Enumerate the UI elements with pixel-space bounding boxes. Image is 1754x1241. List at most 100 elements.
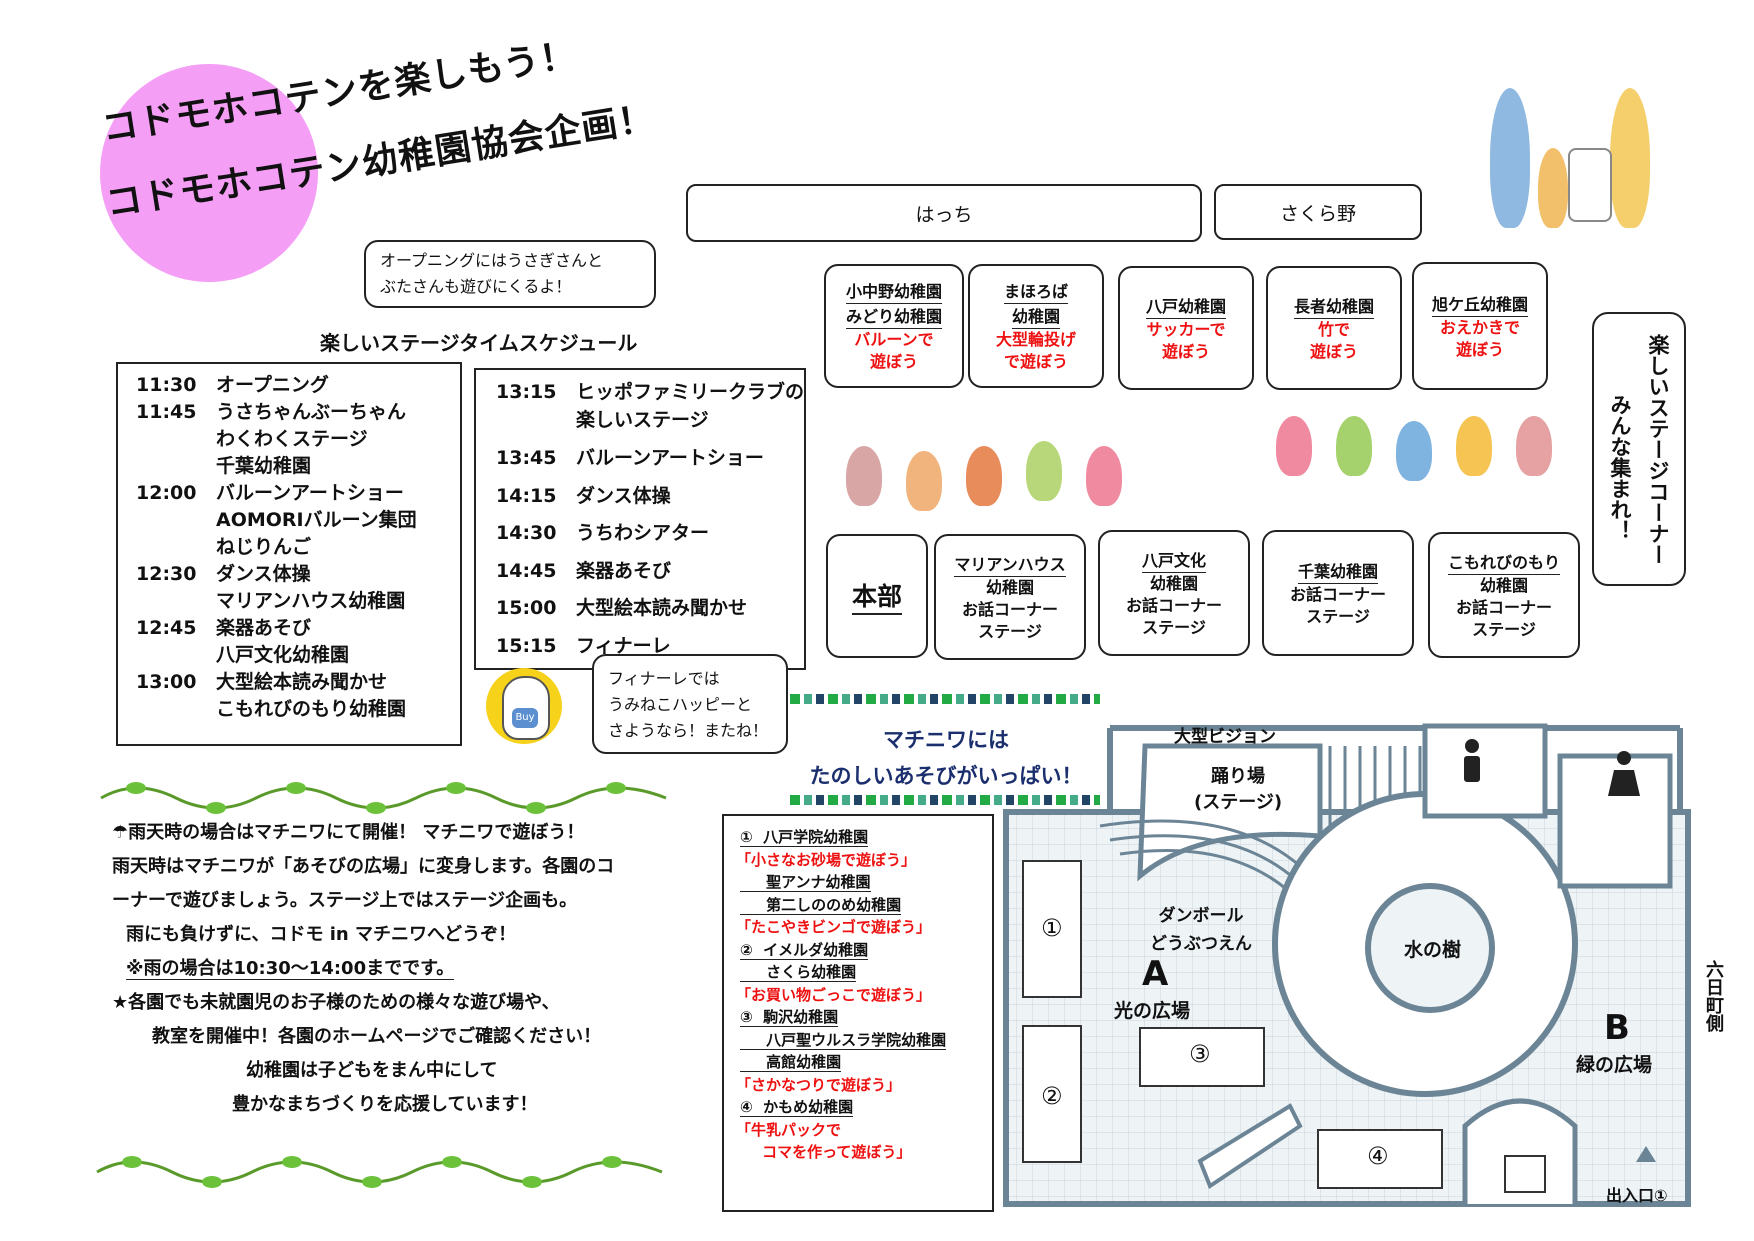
legend-kindergarten: 第二しののめ幼稚園 bbox=[736, 894, 992, 917]
machiniwa-line-1: マチニワには bbox=[883, 728, 1009, 752]
danball-line-2: どうぶつえん bbox=[1150, 934, 1252, 954]
schedule-text: うさちゃんぶーちゃん bbox=[216, 401, 407, 423]
story-stage-line: お話コーナー bbox=[1125, 595, 1222, 615]
legend-text: ④ かもめ幼稚園 bbox=[740, 1098, 854, 1117]
legend-activity: 「牛乳パックで bbox=[736, 1119, 992, 1142]
schedule-time: 13:00 bbox=[136, 671, 197, 693]
schedule-time: 15:00 bbox=[496, 597, 557, 619]
info-line-3: ーナーで遊びましょう。ステージ上ではステージ企画も。 bbox=[112, 890, 578, 911]
title-circle bbox=[100, 64, 318, 282]
danball-line-1: ダンボール bbox=[1158, 906, 1244, 926]
dash-decoration-top bbox=[790, 694, 1100, 704]
schedule-row: 楽しいステージ bbox=[496, 406, 804, 434]
schedule-time bbox=[496, 406, 576, 434]
plaza-a-letter: A bbox=[1142, 954, 1169, 994]
story-stage-line: 幼稚園 bbox=[985, 577, 1034, 597]
finale-bubble: フィナーレでは うみねこハッピーと さようなら！またね！ bbox=[592, 654, 788, 754]
story-stage-line: 幼稚園 bbox=[1149, 573, 1198, 593]
booth-4-label: ④ bbox=[1367, 1142, 1389, 1170]
legend-text: 第二しののめ幼稚園 bbox=[740, 895, 902, 915]
schedule-time: 14:30 bbox=[496, 522, 557, 544]
legend-text: 「牛乳パックで bbox=[736, 1120, 842, 1139]
kindergarten-name: 小中野幼稚園 bbox=[845, 281, 942, 304]
schedule-row: 15:00 大型絵本読み聞かせ bbox=[496, 590, 804, 628]
legend-kindergarten: ② イメルダ幼稚園 bbox=[736, 939, 992, 962]
schedule-time: 12:00 bbox=[136, 482, 197, 504]
kindergarten-name: 旭ケ丘幼稚園 bbox=[1431, 294, 1528, 317]
machiniwa-heading: マチニワには たのしいあそびがいっぱい！ bbox=[786, 722, 1106, 794]
kids-illustration-left bbox=[846, 436, 1136, 516]
vine-top-decoration bbox=[100, 782, 667, 814]
schedule-text: AOMORIバルーン集団 bbox=[216, 509, 417, 531]
kindergarten-name-2: みどり幼稚園 bbox=[845, 306, 942, 329]
machiniwa-line-2: たのしいあそびがいっぱい！ bbox=[809, 764, 1083, 788]
kindergarten-box: 旭ケ丘幼稚園おえかきで遊ぼう bbox=[1412, 262, 1548, 390]
schedule-text: 楽器あそび bbox=[216, 617, 312, 639]
schedule-row: 12:45 楽器あそび bbox=[136, 615, 460, 642]
schedule-time bbox=[136, 453, 216, 480]
plaza-b-letter: B bbox=[1604, 1008, 1630, 1048]
schedule-row: ねじりんご bbox=[136, 534, 460, 561]
schedule-time: 15:15 bbox=[496, 634, 557, 657]
legend-kindergarten: ③ 駒沢幼稚園 bbox=[736, 1006, 992, 1029]
schedule-text: 千葉幼稚園 bbox=[216, 455, 312, 477]
story-stage-line: お話コーナー bbox=[961, 599, 1058, 619]
legend-kindergarten: ① 八戸学院幼稚園 bbox=[736, 826, 992, 849]
schedule-time: 13:15 bbox=[496, 381, 557, 403]
activity-text: バルーンで bbox=[854, 330, 934, 349]
schedule-text: バルーンアートショー bbox=[576, 447, 764, 469]
schedule-row: 八戸文化幼稚園 bbox=[136, 642, 460, 669]
info-line-4: 雨にも負けずに、コドモ in マチニワへどうぞ！ bbox=[126, 924, 517, 945]
opening-bubble-line-2: ぶたさんも遊びにくるよ！ bbox=[380, 277, 572, 296]
legend-text: コマを作って遊ぼう」 bbox=[736, 1143, 912, 1161]
schedule-text: ねじりんご bbox=[216, 536, 312, 558]
schedule-row: 千葉幼稚園 bbox=[136, 453, 460, 480]
story-stage-line: ステージ bbox=[1306, 606, 1370, 626]
stage-corner-label: 楽しいステージコーナー bbox=[1646, 333, 1670, 565]
legend-text: 「さかなつりで遊ぼう」 bbox=[736, 1075, 902, 1094]
stage-label-line-1: 踊り場 bbox=[1211, 766, 1266, 787]
legend-text: ② イメルダ幼稚園 bbox=[740, 940, 869, 960]
legend-activity: 「たこやきビンゴで遊ぼう」 bbox=[736, 916, 992, 939]
legend-activity: コマを作って遊ぼう」 bbox=[736, 1141, 992, 1164]
activity-text-2: 遊ぼう bbox=[869, 352, 918, 371]
schedule-time: 12:45 bbox=[136, 617, 197, 639]
shop-sakurano-label: さくら野 bbox=[1279, 202, 1356, 225]
schedule-time: 12:30 bbox=[136, 563, 197, 585]
schedule-text: バルーンアートショー bbox=[216, 482, 404, 504]
story-stage-box: こもれびのもり幼稚園お話コーナーステージ bbox=[1428, 532, 1580, 658]
story-stage-name: 千葉幼稚園 bbox=[1297, 561, 1378, 584]
schedule-text: 大型絵本読み聞かせ bbox=[576, 597, 748, 619]
legend-activity: 「お買い物ごっこで遊ぼう」 bbox=[736, 984, 992, 1007]
activity-text-2: で遊ぼう bbox=[1003, 352, 1068, 371]
legend-kindergarten: 聖アンナ幼稚園 bbox=[736, 871, 992, 894]
schedule-text: うちわシアター bbox=[576, 522, 710, 544]
activity-text-2: 遊ぼう bbox=[1309, 341, 1358, 361]
legend-text: 「たこやきビンゴで遊ぼう」 bbox=[736, 918, 932, 936]
schedule-time: 14:45 bbox=[496, 559, 557, 582]
schedule-row: 14:30 うちわシアター bbox=[496, 515, 804, 553]
schedule-text: ダンス体操 bbox=[576, 484, 671, 507]
activity-text-2: 遊ぼう bbox=[1161, 341, 1210, 361]
legend-text: さくら幼稚園 bbox=[740, 963, 857, 982]
schedule-text: わくわくステージ bbox=[216, 428, 368, 450]
activity-text: 大型輪投げ bbox=[995, 330, 1076, 349]
stage-label: 踊り場 (ステージ) bbox=[1194, 762, 1282, 814]
stage-corner-box: 楽しいステージコーナー みんな集まれ！ bbox=[1592, 312, 1686, 586]
story-stage-box: 八戸文化幼稚園お話コーナーステージ bbox=[1098, 530, 1250, 656]
info-line-1: ☂雨天時の場合はマチニワにて開催！ マチニワで遊ぼう！ bbox=[112, 822, 585, 843]
mascot-badge-label: Buy bbox=[512, 708, 538, 728]
gather-label: みんな集まれ！ bbox=[1608, 393, 1632, 541]
legend-kindergarten: ④ かもめ幼稚園 bbox=[736, 1096, 992, 1119]
info-block: ☂雨天時の場合はマチニワにて開催！ マチニワで遊ぼう！ 雨天時はマチニワが「あそ… bbox=[112, 816, 692, 1122]
legend-text: 聖アンナ幼稚園 bbox=[740, 873, 871, 892]
info-line-6: ★各園でも未就園児のお子様のための様々な遊び場や、 bbox=[112, 992, 560, 1013]
honbu-label: 本部 bbox=[851, 577, 902, 615]
